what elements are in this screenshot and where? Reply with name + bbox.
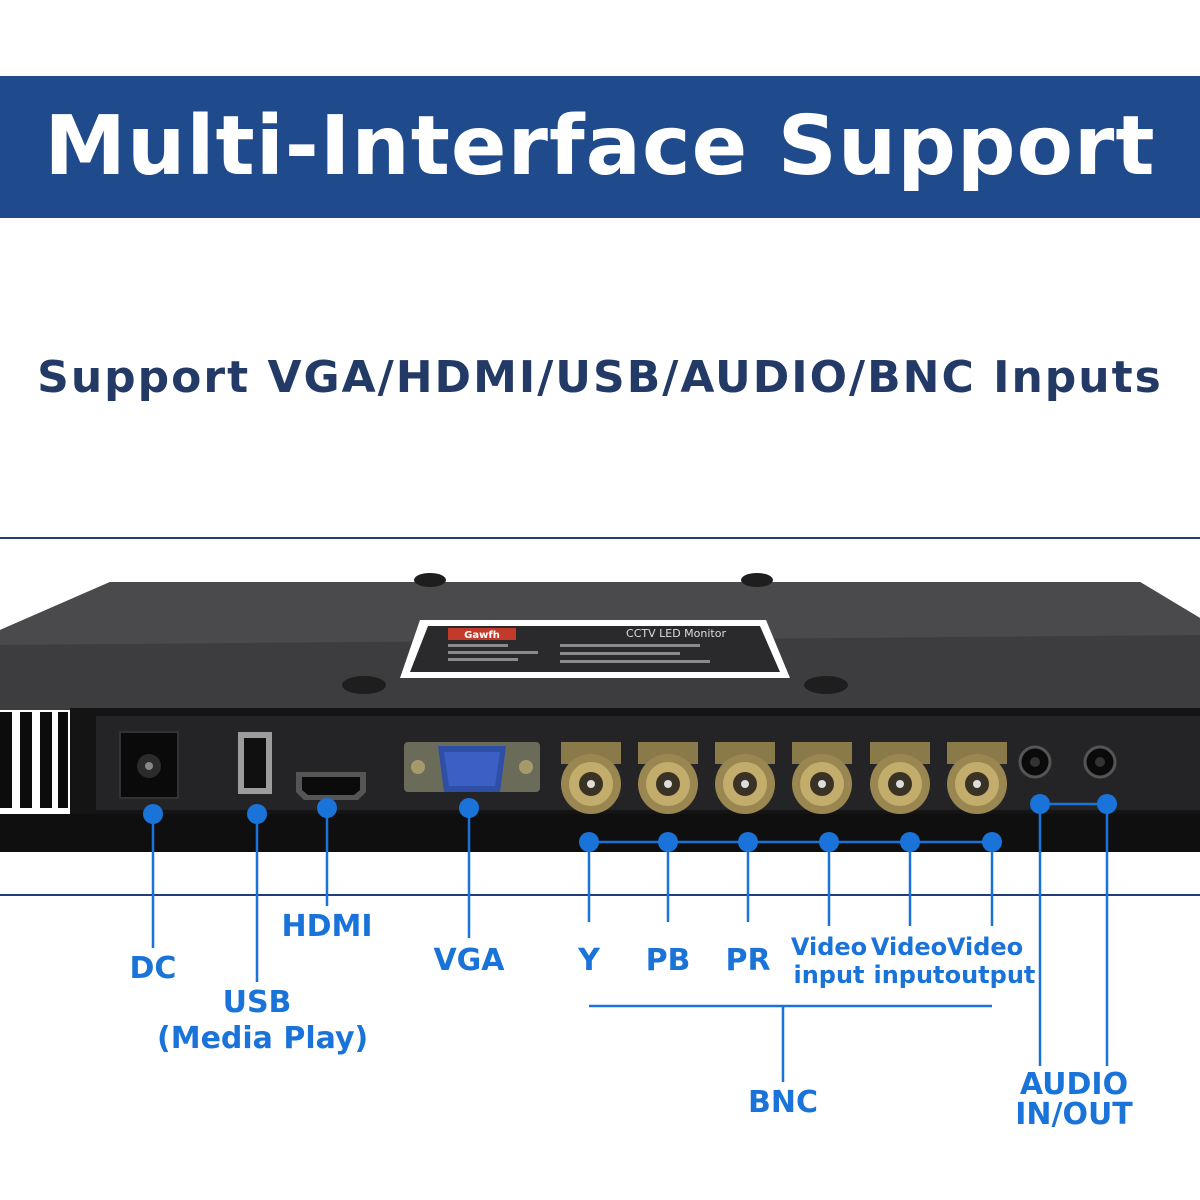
banner-title: Multi-Interface Support — [44, 99, 1156, 194]
pr-label: PR — [725, 943, 771, 978]
brand-logo: Gawfh — [464, 630, 500, 641]
y-label: Y — [578, 943, 600, 978]
usb-port — [238, 732, 272, 794]
video-input-2-label-line2: input — [873, 961, 945, 989]
hdmi-port — [296, 772, 366, 800]
title-banner: Multi-Interface Support — [0, 76, 1200, 218]
bottom-divider — [0, 894, 1200, 896]
bnc-connectors — [561, 742, 1007, 814]
subtitle: Support VGA/HDMI/USB/AUDIO/BNC Inputs — [37, 352, 1163, 403]
audio-label-line2: IN/OUT — [1015, 1097, 1133, 1132]
dc-jack — [119, 731, 179, 799]
housing-screws — [342, 573, 848, 694]
monitor-rear-panel-photo: Gawfh CCTV LED Monitor — [0, 540, 1200, 894]
video-input-1-label-line2: input — [793, 961, 865, 989]
hdmi-label: HDMI — [281, 909, 373, 944]
video-input-1-label-line1: Video — [790, 933, 868, 961]
vga-label: VGA — [433, 943, 505, 978]
video-output-label-line2: output — [944, 961, 1036, 989]
bnc-label: BNC — [748, 1085, 818, 1120]
label-title: CCTV LED Monitor — [626, 627, 726, 640]
video-input-2-label-line1: Video — [870, 933, 948, 961]
usb-media-play-label: (Media Play) — [157, 1021, 369, 1056]
video-output-label-line1: Video — [946, 933, 1024, 961]
side-vents — [0, 712, 68, 808]
top-divider — [0, 537, 1200, 539]
dc-label: DC — [129, 951, 177, 986]
vga-port — [404, 742, 540, 792]
pb-label: PB — [645, 943, 691, 978]
product-label-sticker: Gawfh CCTV LED Monitor — [400, 620, 790, 678]
usb-label: USB — [222, 985, 292, 1020]
audio-label-line1: AUDIO — [1019, 1067, 1129, 1102]
audio-jacks — [1018, 745, 1117, 779]
